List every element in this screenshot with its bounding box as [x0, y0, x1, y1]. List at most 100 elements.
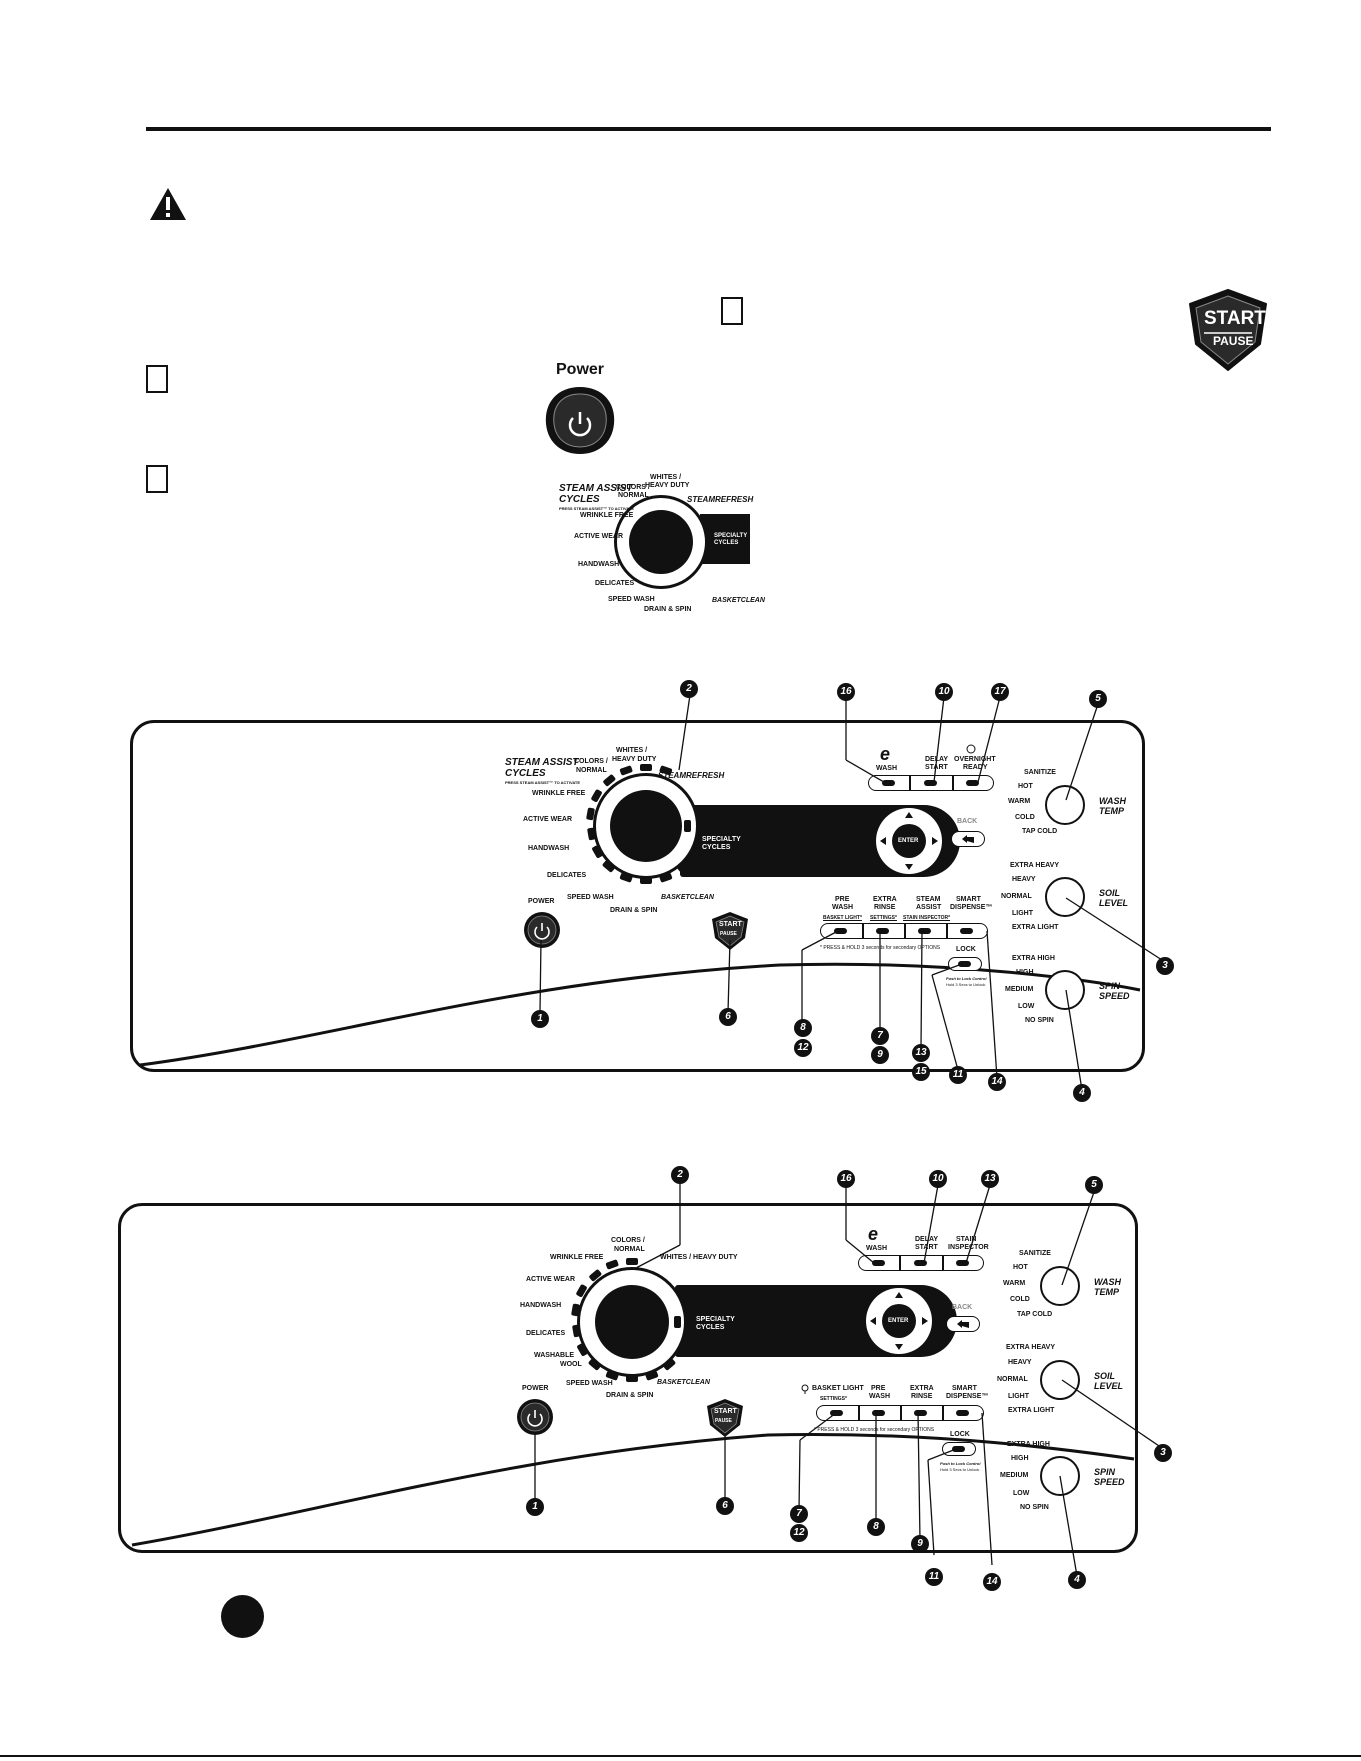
panel1-soil-normal: NORMAL — [1001, 893, 1032, 900]
panel2-smart-label: SMART — [952, 1385, 977, 1392]
panel1-ready-label: READY — [963, 764, 988, 771]
panel2-delay-start-led[interactable] — [914, 1260, 927, 1266]
panel2-enter-button[interactable] — [882, 1304, 916, 1338]
panel1-lock-label: LOCK — [956, 946, 976, 953]
panel1-callout-2: 2 — [680, 680, 698, 698]
panel2-callout-8: 8 — [867, 1518, 885, 1536]
panel2-spin-medium: MEDIUM — [1000, 1472, 1029, 1479]
panel1-extra-rinse-led[interactable] — [876, 928, 889, 934]
panel2-power-button[interactable] — [516, 1398, 554, 1436]
panel1-moon-icon — [966, 744, 976, 754]
panel1-heavy-duty: HEAVY DUTY — [612, 756, 657, 763]
panel1-soil-level-knob[interactable] — [1045, 877, 1085, 917]
panel2-extra-rinse-led[interactable] — [914, 1410, 927, 1416]
panel1-pre-wash-label: WASH — [832, 904, 853, 911]
panel1-callout-17: 17 — [991, 683, 1009, 701]
panel2-ewash-led[interactable] — [872, 1260, 885, 1266]
panel2-whites: WHITES / HEAVY DUTY — [660, 1254, 738, 1261]
panel2-basket-light-led[interactable] — [830, 1410, 843, 1416]
panel1-callout-13: 13 — [912, 1044, 930, 1062]
panel1-speed-wash: SPEED WASH — [567, 894, 614, 901]
panel1-power-button[interactable] — [523, 911, 561, 949]
panel1-delay-start-led[interactable] — [924, 780, 937, 786]
panel2-soil-heavy: HEAVY — [1008, 1359, 1032, 1366]
panel2-press-hold-note: * PRESS & HOLD 3 seconds for secondary O… — [814, 1427, 935, 1433]
panel1-basket-clean: BASKETCLEAN — [661, 894, 714, 901]
panel1-overnight-led[interactable] — [966, 780, 979, 786]
panel2-soil-light: LIGHT — [1008, 1393, 1029, 1400]
panel2-soil-title-2: LEVEL — [1094, 1381, 1124, 1391]
panel2-smart-dispense-led[interactable] — [956, 1410, 969, 1416]
panel2-wash-temp-cold: COLD — [1010, 1296, 1030, 1303]
panel2-callout-5: 5 — [1085, 1176, 1103, 1194]
panel1-callout-14: 14 — [988, 1073, 1006, 1091]
panel1-steam-assist-led[interactable] — [918, 928, 931, 934]
panel1-spin-high: HIGH — [1016, 969, 1034, 976]
panel2-speed-wash: SPEED WASH — [566, 1380, 613, 1387]
panel2-stain-inspector-led[interactable] — [956, 1260, 969, 1266]
panel1-rinse-label: RINSE — [874, 904, 896, 911]
panel2-pre-wash-led[interactable] — [872, 1410, 885, 1416]
panel1-spin-speed-knob[interactable] — [1045, 970, 1085, 1010]
panel2-arrow-icons[interactable] — [866, 1288, 932, 1354]
start-pause-illustration — [1189, 289, 1267, 371]
panel2-start-button[interactable] — [705, 1398, 745, 1438]
panel2-start-label: START — [714, 1408, 737, 1415]
panel2-spin-extra-high: EXTRA HIGH — [1007, 1441, 1050, 1448]
panel1-dispense-label: DISPENSE™ — [950, 904, 993, 911]
panel1-callout-6: 6 — [719, 1008, 737, 1026]
start-label: START — [1204, 308, 1266, 329]
panel1-wash-temp-warm: WARM — [1008, 798, 1031, 805]
panel1-spin-medium: MEDIUM — [1005, 986, 1034, 993]
panel1-smart-dispense-led[interactable] — [960, 928, 973, 934]
panel2-delicates: DELICATES — [526, 1330, 566, 1337]
panel1-enter-button[interactable] — [892, 824, 926, 858]
panel1-soil-title-2: LEVEL — [1099, 898, 1129, 908]
panel1-delay-start-label: START — [925, 764, 948, 771]
panel1-cycle-leds — [586, 764, 691, 884]
panel1-extra-label: EXTRA — [873, 896, 897, 903]
panel1-specialty: SPECIALTY — [702, 836, 741, 843]
panel2-soil-level-knob[interactable] — [1040, 1360, 1080, 1400]
active-wear-label: ACTIVE WEAR — [574, 533, 623, 540]
panel2-wash-temp-knob[interactable] — [1040, 1266, 1080, 1306]
panel1-soil-light: LIGHT — [1012, 910, 1033, 917]
panel2-soil-extra-light: EXTRA LIGHT — [1008, 1407, 1055, 1414]
panel1-ewash-led[interactable] — [882, 780, 895, 786]
step-box-3 — [721, 297, 743, 325]
panel-2-bottom-curve — [131, 1432, 1135, 1547]
panel2-soil-normal: NORMAL — [997, 1376, 1028, 1383]
panel1-wash-temp-knob[interactable] — [1045, 785, 1085, 825]
panel2-specialty-2: CYCLES — [696, 1324, 725, 1331]
panel1-ewash-label: WASH — [876, 765, 897, 772]
panel1-back-icon — [962, 835, 974, 843]
panel2-pre-wash-label: WASH — [869, 1393, 890, 1400]
panel1-arrow-icons[interactable] — [876, 808, 942, 874]
panel2-e-icon: e — [868, 1224, 879, 1244]
panel1-pre-wash-led[interactable] — [834, 928, 847, 934]
panel1-wash-temp-sanitize: SANITIZE — [1024, 769, 1056, 776]
panel1-steam-refresh: STEAMREFRESH — [658, 771, 725, 780]
cycle-dial-illustration: SPECIALTY CYCLES — [540, 470, 750, 620]
panel2-callout-14: 14 — [983, 1573, 1001, 1591]
panel2-wash-temp-title: WASH — [1094, 1277, 1121, 1287]
panel1-spin-extra-high: EXTRA HIGH — [1012, 955, 1055, 962]
panel1-start-button[interactable] — [710, 911, 750, 951]
steam-assist-note: PRESS STEAM ASSIST™ TO ACTIVATE — [559, 506, 635, 511]
panel2-wash-temp-warm: WARM — [1003, 1280, 1026, 1287]
speed-wash-label: SPEED WASH — [608, 596, 655, 603]
panel2-soil-title: SOIL — [1094, 1371, 1116, 1381]
panel2-top-divider-1 — [899, 1255, 901, 1271]
steam-assist-title-2: CYCLES — [559, 494, 600, 505]
panel2-pause-label: PAUSE — [715, 1418, 732, 1424]
panel2-lower-divider-1 — [858, 1405, 860, 1421]
panel1-smart-label: SMART — [956, 896, 981, 903]
panel1-wash-temp-title-2: TEMP — [1099, 806, 1125, 816]
panel1-active-wear: ACTIVE WEAR — [523, 816, 572, 823]
panel2-soil-extra-heavy: EXTRA HEAVY — [1006, 1344, 1056, 1351]
panel2-colors: COLORS / — [611, 1237, 645, 1244]
panel1-delicates: DELICATES — [547, 872, 587, 879]
dial-display-strip — [700, 514, 750, 564]
delicates-label: DELICATES — [595, 580, 635, 587]
